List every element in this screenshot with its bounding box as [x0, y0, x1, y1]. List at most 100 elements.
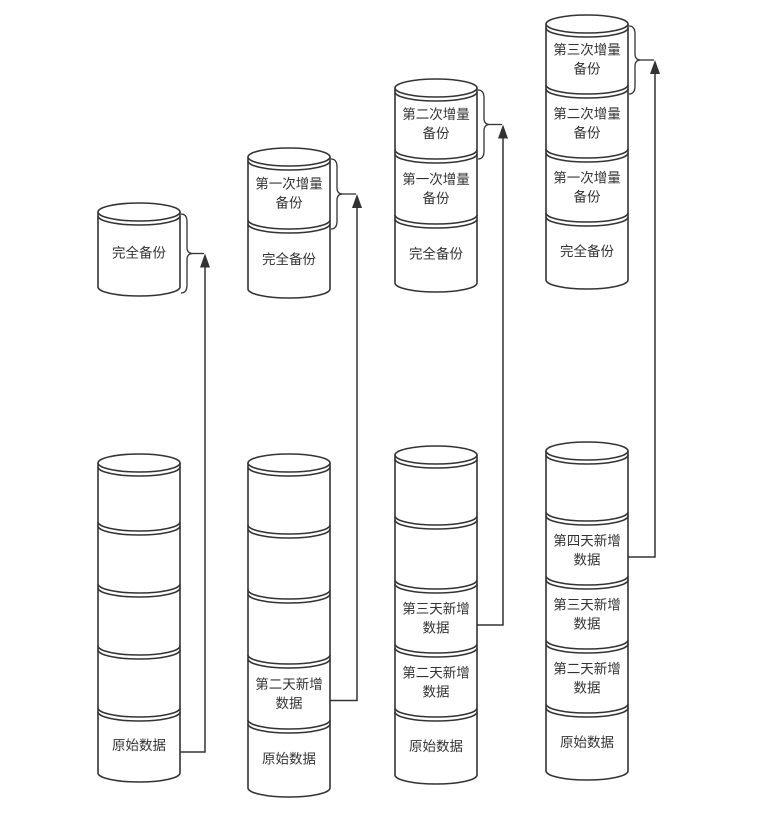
arrowhead-icon: [352, 194, 362, 208]
segment-label: 原始数据: [262, 751, 316, 766]
brace-icon: [330, 158, 344, 230]
segment-label: 第三天新增数据: [402, 600, 470, 635]
segment-divider: [247, 524, 331, 535]
segment-divider: [545, 88, 629, 99]
segment-divider: [545, 511, 629, 522]
segment-divider: [97, 711, 181, 722]
segment-label: 完全备份: [560, 243, 614, 259]
cylinder-rim: [247, 466, 331, 477]
segment-label: 原始数据: [112, 738, 166, 753]
segment-label: 第一次增量备份: [553, 169, 621, 204]
segment-divider: [545, 579, 629, 590]
backup-cylinder: 完全备份: [97, 202, 181, 297]
segment-divider: [394, 711, 478, 722]
segment-divider: [247, 528, 331, 539]
segment-divider: [97, 525, 181, 536]
segment-label: 原始数据: [409, 739, 463, 754]
segment-divider: [97, 583, 181, 594]
segment-divider: [394, 583, 478, 594]
cylinder-body: [394, 88, 478, 293]
segment-divider: [247, 223, 331, 234]
cylinder-top: [247, 453, 331, 473]
segment-divider: [545, 575, 629, 586]
segment-divider: [247, 719, 331, 730]
segment-divider: [394, 218, 478, 229]
segment-divider: [545, 216, 629, 227]
segment-divider: [394, 519, 478, 530]
segment-divider: [97, 521, 181, 532]
cylinder-top: [394, 78, 478, 98]
segment-label: 第二天新增数据: [553, 660, 621, 695]
cylinder-body: [97, 212, 181, 297]
cylinder-rim: [97, 466, 181, 477]
segment-divider: [545, 152, 629, 163]
cylinder-rim: [97, 215, 181, 226]
arrowhead-icon: [498, 124, 508, 139]
segment-label: 第一次增量备份: [255, 175, 323, 210]
segment-divider: [394, 643, 478, 654]
segment-label: 第三天新增数据: [553, 596, 621, 631]
cylinder-body: [247, 463, 331, 798]
segment-label: 第二天新增数据: [255, 676, 323, 711]
segment-label: 完全备份: [262, 251, 316, 267]
cylinder-rim: [545, 27, 629, 38]
cylinder-rim: [247, 160, 331, 171]
segment-label: 第二次增量备份: [553, 105, 621, 140]
segment-divider: [545, 515, 629, 526]
segment-label: 第一次增量备份: [402, 171, 470, 206]
segment-divider: [394, 579, 478, 590]
flow-arrow: [628, 72, 656, 558]
segment-divider: [545, 643, 629, 654]
segment-divider: [394, 149, 478, 160]
segment-divider: [545, 148, 629, 159]
segment-divider: [394, 214, 478, 225]
cylinder-top: [545, 14, 629, 34]
segment-divider: [394, 707, 478, 718]
cylinder-top: [97, 453, 181, 473]
arrowhead-icon: [650, 60, 660, 74]
segment-divider: [247, 723, 331, 734]
segment-divider: [247, 589, 331, 600]
segment-label: 第二次增量备份: [402, 106, 470, 141]
segment-divider: [545, 212, 629, 223]
segment-label: 第三次增量备份: [553, 41, 621, 76]
arrowhead-icon: [200, 253, 210, 268]
segment-divider: [545, 639, 629, 650]
flow-arrow: [330, 206, 358, 702]
cylinder-body: [394, 455, 478, 785]
cylinder-body: [545, 451, 629, 781]
segment-divider: [97, 649, 181, 660]
segment-divider: [394, 515, 478, 526]
cylinder-body: [97, 463, 181, 783]
segment-divider: [545, 707, 629, 718]
brace-icon: [477, 89, 491, 160]
segment-divider: [545, 703, 629, 714]
flow-arrow: [477, 136, 504, 626]
segment-label: 第四天新增数据: [553, 532, 621, 567]
brace-icon: [628, 25, 642, 95]
cylinder-rim: [545, 454, 629, 465]
segment-divider: [97, 707, 181, 718]
segment-divider: [394, 647, 478, 658]
segment-divider: [247, 593, 331, 604]
cylinder-top: [394, 445, 478, 465]
cylinder-body: [545, 24, 629, 290]
cylinder-rim: [394, 458, 478, 469]
flow-arrow: [180, 265, 206, 753]
cylinder-body: [247, 157, 331, 299]
segment-divider: [97, 645, 181, 656]
segment-divider: [247, 219, 331, 230]
segment-label: 完全备份: [112, 244, 166, 260]
segment-divider: [97, 587, 181, 598]
cylinder-top: [97, 202, 181, 222]
